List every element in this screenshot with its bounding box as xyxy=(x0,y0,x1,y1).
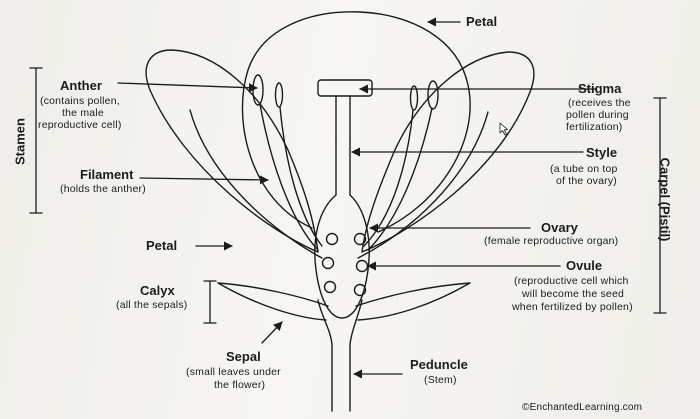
filament-desc: (holds the anther) xyxy=(60,183,146,195)
sepal-label: Sepal xyxy=(226,349,261,364)
left-inner-petal xyxy=(189,109,323,259)
style-desc-line-1: (a tube on top xyxy=(550,163,618,175)
ovule-desc-line-3: when fertilized by pollen) xyxy=(512,301,633,313)
right-inner-petal xyxy=(357,111,489,259)
mouse-cursor-icon xyxy=(499,122,508,136)
stigma-desc-line-1: (receives the xyxy=(568,97,631,109)
carpel-label: Carpel (Pistil) xyxy=(657,157,673,242)
ovary-desc: (female reproductive organ) xyxy=(484,235,619,247)
ovary-body xyxy=(314,139,370,319)
credit-text: ©EnchantedLearning.com xyxy=(522,402,643,413)
back-petal xyxy=(241,11,471,233)
stem xyxy=(317,299,333,412)
anther-desc-line-3: reproductive cell) xyxy=(38,119,122,131)
filament-label: Filament xyxy=(80,167,134,182)
left-petal xyxy=(145,49,319,253)
stigma-desc-line-2: pollen during xyxy=(566,109,629,121)
stigma-label: Stigma xyxy=(578,81,622,96)
peduncle-label: Peduncle xyxy=(410,357,468,372)
ovule-label: Ovule xyxy=(566,258,603,273)
anther-desc-line-1: (contains pollen, xyxy=(40,95,120,107)
ovary-label: Ovary xyxy=(541,220,578,235)
left-sepal xyxy=(217,282,329,321)
stigma-shape xyxy=(317,79,373,97)
ovule-desc-line-1: (reproductive cell which xyxy=(514,275,629,287)
anther-label: Anther xyxy=(60,78,102,93)
sepal-desc-line-2: the flower) xyxy=(214,379,266,391)
sepal-desc-line-1: (small leaves under xyxy=(186,366,281,378)
style-label: Style xyxy=(586,145,618,160)
stamen-label: Stamen xyxy=(12,118,28,165)
right-petal xyxy=(361,51,535,253)
left-stamens xyxy=(252,74,323,251)
anther-desc-line-2: the male xyxy=(62,107,104,119)
right-stamens xyxy=(363,80,439,251)
petal-left-label: Petal xyxy=(146,238,178,253)
peduncle-desc: (Stem) xyxy=(424,374,457,386)
ovule-desc-line-2: will become the seed xyxy=(522,288,625,300)
calyx-label: Calyx xyxy=(140,283,175,298)
pointer-arrows xyxy=(117,17,596,379)
right-sepal xyxy=(355,282,471,321)
brackets xyxy=(29,67,667,324)
style-desc-line-2: of the ovary) xyxy=(556,175,617,187)
petal-top-label: Petal xyxy=(466,14,498,29)
ovules xyxy=(321,232,369,297)
calyx-desc: (all the sepals) xyxy=(116,299,188,311)
stem-right xyxy=(349,299,363,412)
stigma-desc-line-3: fertilization) xyxy=(566,121,623,133)
